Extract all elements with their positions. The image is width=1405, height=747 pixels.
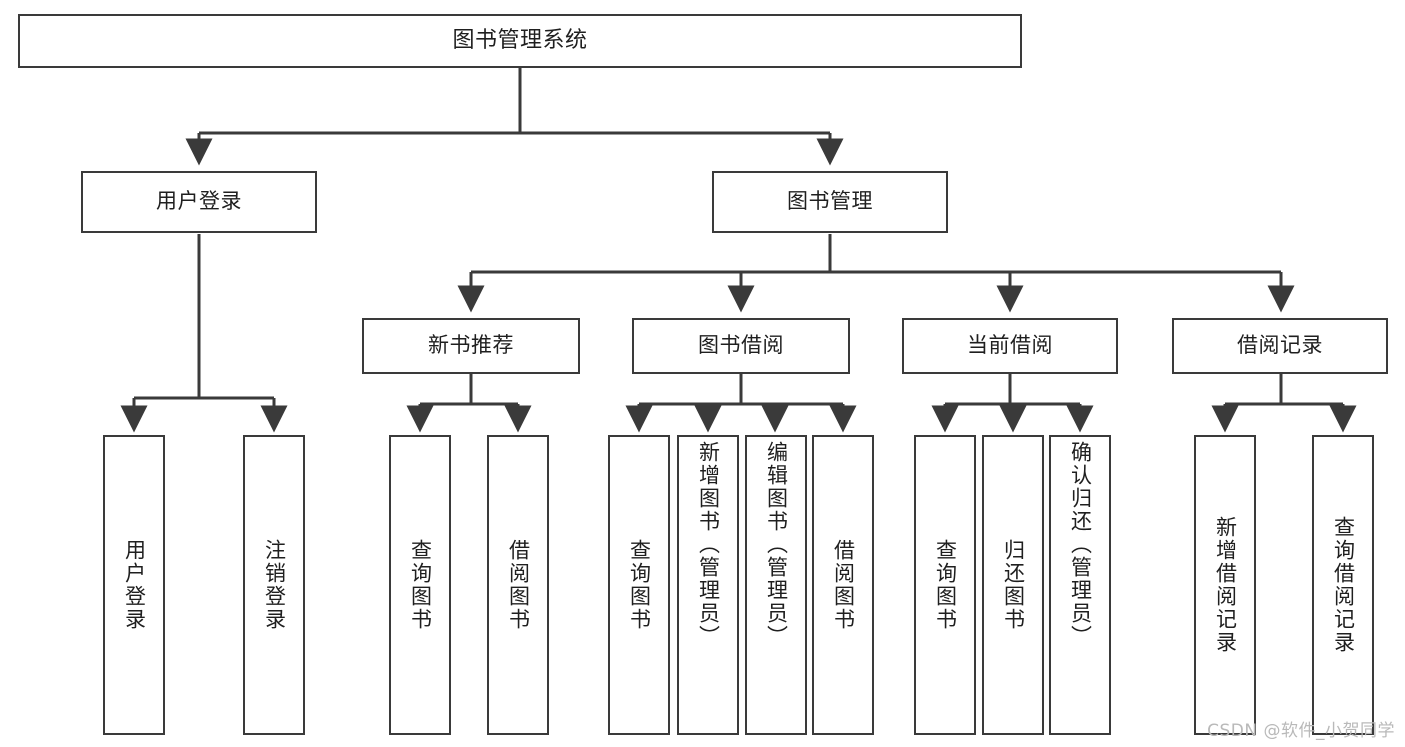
node-label: 新增借阅记录 xyxy=(1213,516,1238,654)
node-label: 图书管理 xyxy=(787,189,873,214)
node-label: 查询图书 xyxy=(933,539,958,631)
node-label: 用户登录 xyxy=(156,189,242,214)
node-book-borrow[interactable]: 图书借阅 xyxy=(632,318,850,374)
node-label: 借阅图书 xyxy=(506,539,531,631)
node-label: 新书推荐 xyxy=(428,333,514,358)
node-label: 图书借阅 xyxy=(698,333,784,358)
leaf-borrow-query-book[interactable]: 查询图书 xyxy=(608,435,670,735)
node-label: 查询图书 xyxy=(408,539,433,631)
node-label: 图书管理系统 xyxy=(452,27,588,53)
node-new-book-recommend[interactable]: 新书推荐 xyxy=(362,318,580,374)
node-label: 归还图书 xyxy=(1001,539,1026,631)
node-label: 确认归还（管理员） xyxy=(1068,441,1093,648)
leaf-record-query-record[interactable]: 查询借阅记录 xyxy=(1312,435,1374,735)
node-label: 新增图书（管理员） xyxy=(696,441,721,648)
node-borrow-record[interactable]: 借阅记录 xyxy=(1172,318,1388,374)
node-root-system[interactable]: 图书管理系统 xyxy=(18,14,1022,68)
leaf-current-return-book[interactable]: 归还图书 xyxy=(982,435,1044,735)
leaf-borrow-borrow-book[interactable]: 借阅图书 xyxy=(812,435,874,735)
node-label: 编辑图书（管理员） xyxy=(764,441,789,648)
node-user-login[interactable]: 用户登录 xyxy=(81,171,317,233)
csdn-watermark: CSDN @软件_小贺同学 xyxy=(1207,721,1395,741)
node-label: 借阅图书 xyxy=(831,539,856,631)
node-label: 借阅记录 xyxy=(1237,333,1323,358)
leaf-current-query-book[interactable]: 查询图书 xyxy=(914,435,976,735)
leaf-borrow-edit-book-admin[interactable]: 编辑图书（管理员） xyxy=(745,435,807,735)
node-book-management[interactable]: 图书管理 xyxy=(712,171,948,233)
leaf-record-add-record[interactable]: 新增借阅记录 xyxy=(1194,435,1256,735)
leaf-current-confirm-return-admin[interactable]: 确认归还（管理员） xyxy=(1049,435,1111,735)
node-label: 注销登录 xyxy=(262,539,287,631)
node-label: 当前借阅 xyxy=(967,333,1053,358)
leaf-user-login-login[interactable]: 用户登录 xyxy=(103,435,165,735)
leaf-user-login-logout[interactable]: 注销登录 xyxy=(243,435,305,735)
node-label: 查询借阅记录 xyxy=(1331,516,1356,654)
node-label: 查询图书 xyxy=(627,539,652,631)
node-label: 用户登录 xyxy=(122,539,147,631)
leaf-new-book-borrow[interactable]: 借阅图书 xyxy=(487,435,549,735)
node-current-borrow[interactable]: 当前借阅 xyxy=(902,318,1118,374)
leaf-new-book-query[interactable]: 查询图书 xyxy=(389,435,451,735)
leaf-borrow-add-book-admin[interactable]: 新增图书（管理员） xyxy=(677,435,739,735)
